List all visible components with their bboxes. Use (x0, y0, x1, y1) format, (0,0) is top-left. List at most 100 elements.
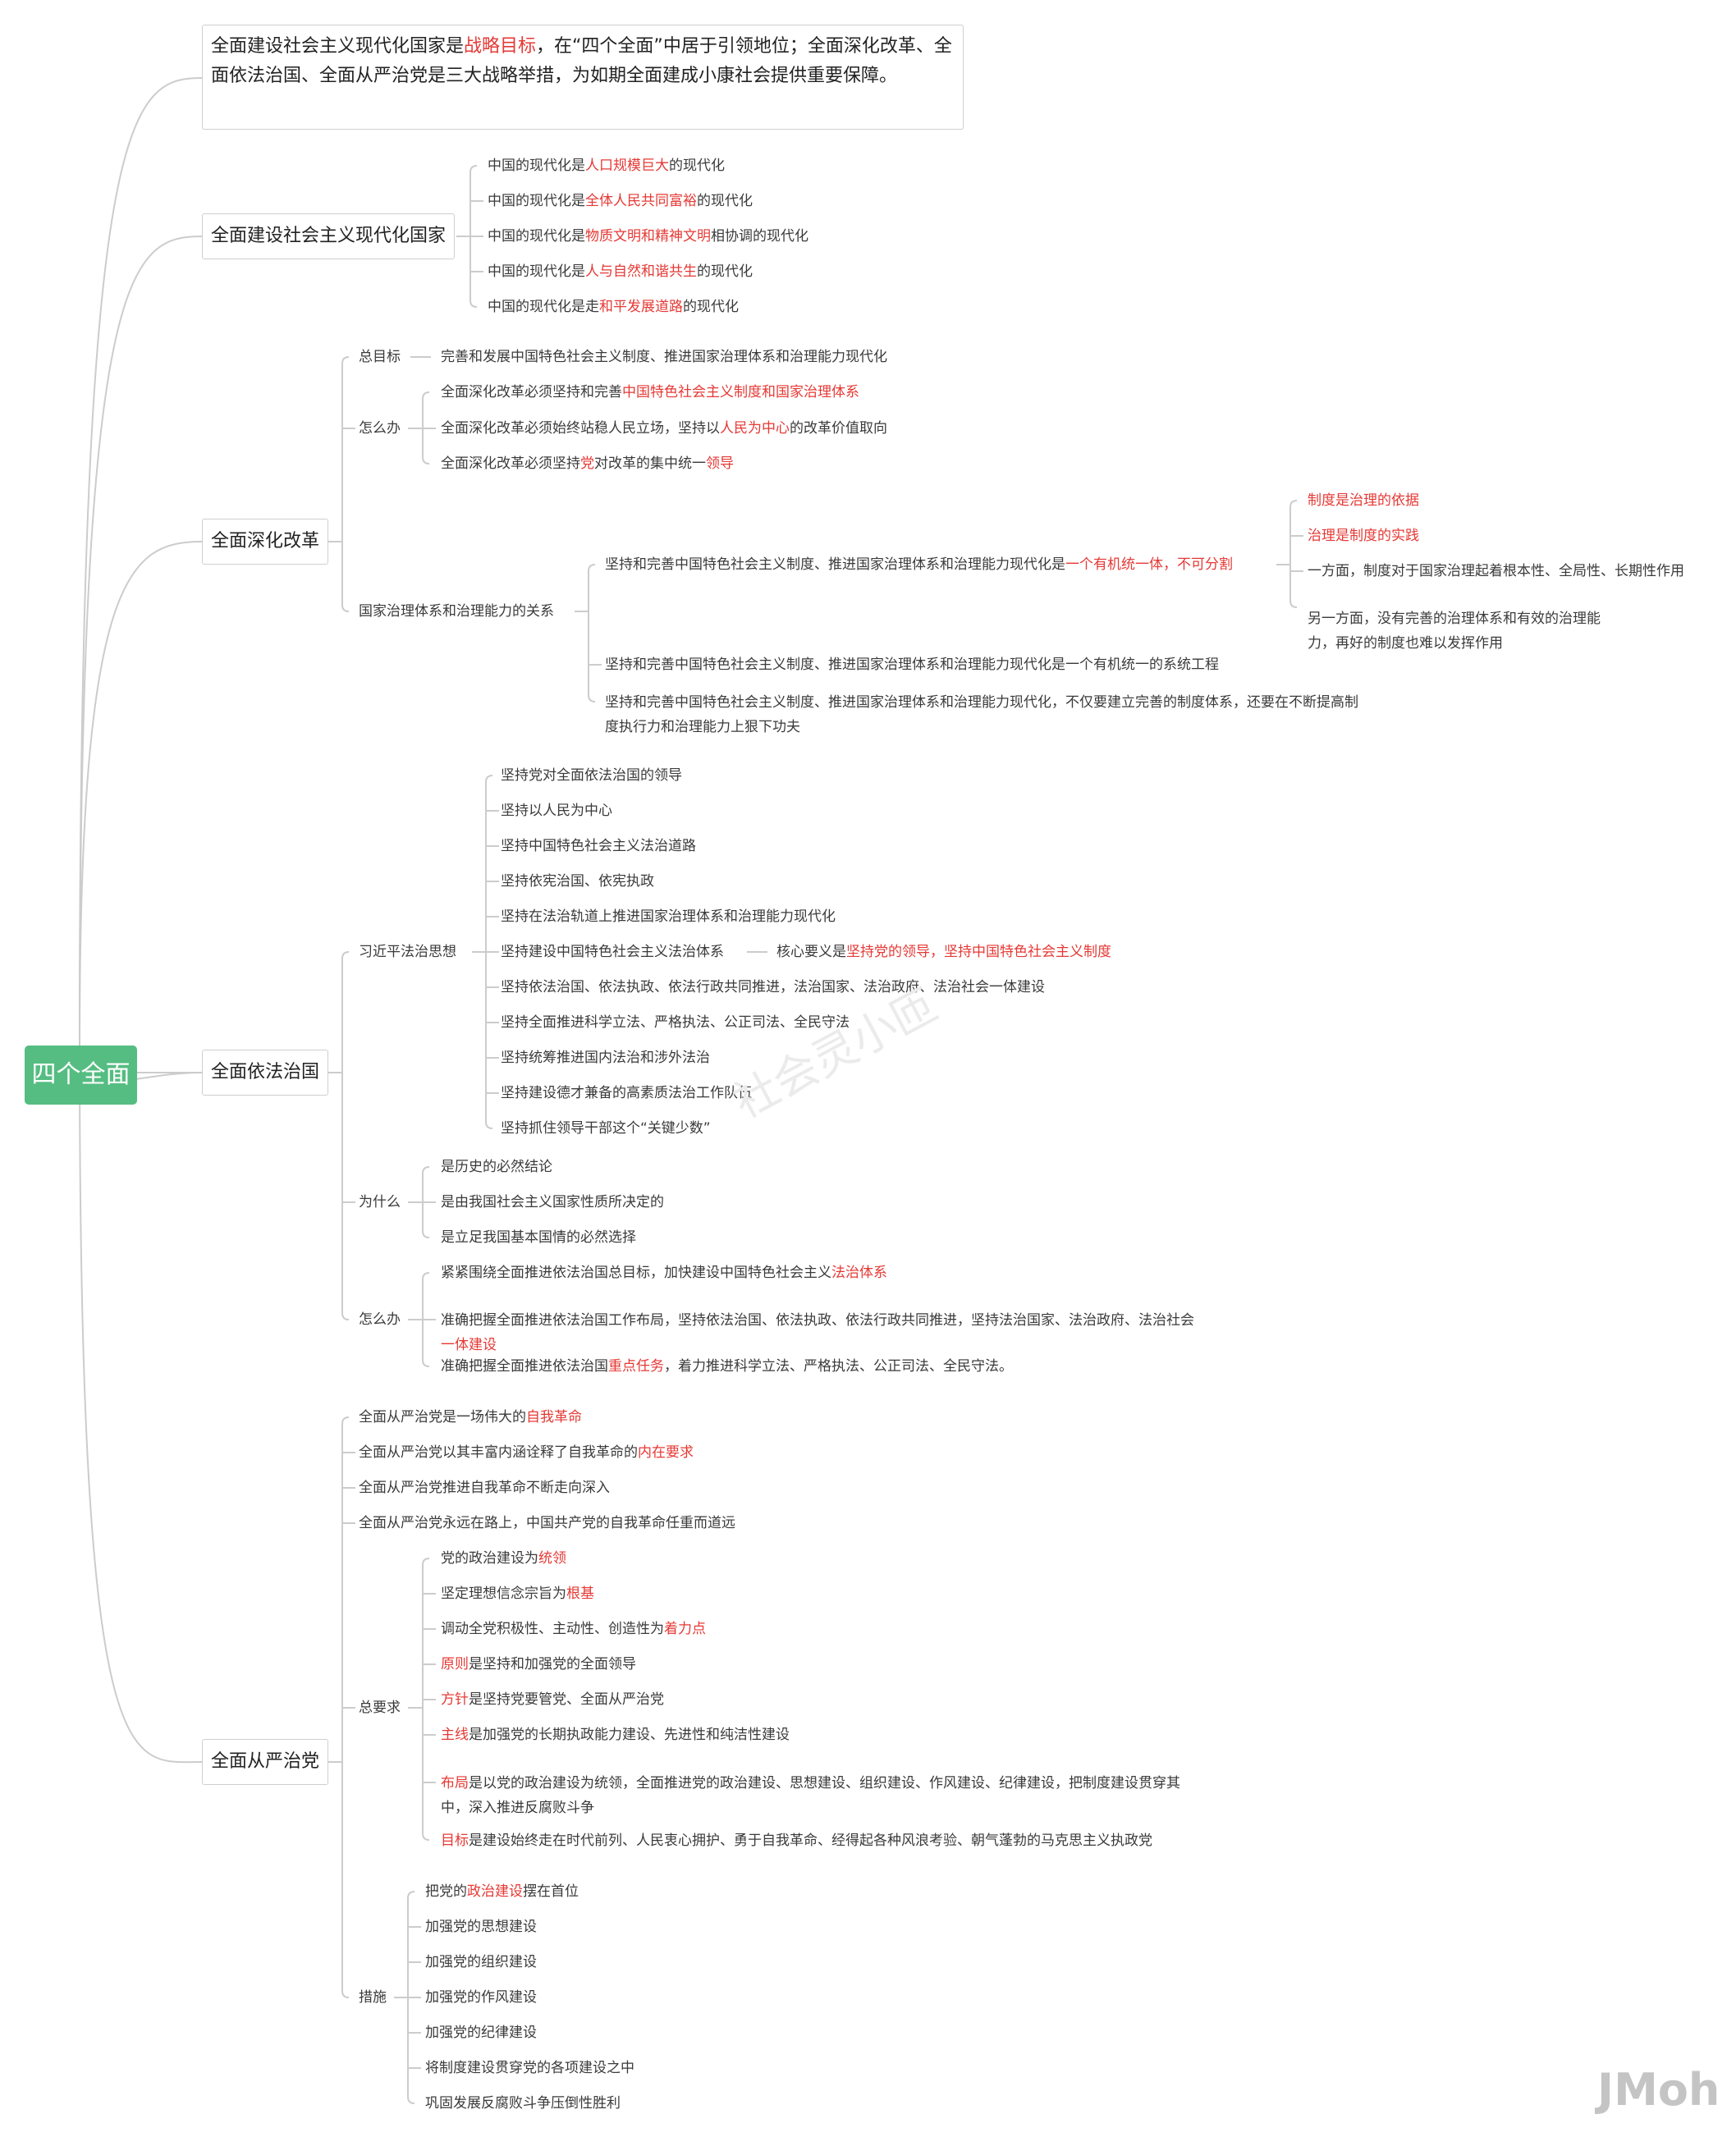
xi-thought-item[interactable]: 坚持建设德才兼备的高素质法治工作队伍 (501, 1085, 752, 1101)
xi-thought-item[interactable]: 坚持依法治国、依法执政、依法行政共同推进，法治国家、法治政府、法治社会一体建设 (501, 979, 1045, 995)
modernization-item[interactable]: 中国的现代化是物质文明和精神文明相协调的现代化 (488, 225, 808, 248)
requirement-item[interactable]: 主线是加强党的长期执政能力建设、先进性和纯洁性建设 (441, 1723, 790, 1746)
plain-text: 核心要义是 (776, 944, 846, 960)
brand-logo: JMoh (1597, 2064, 1720, 2116)
plain-text: 的现代化 (683, 299, 739, 315)
why-item[interactable]: 是历史的必然结论 (441, 1159, 552, 1175)
plain-text: ，在“四个全面”中居于引领地位；全面深化改革、全面依法治国、全面从严治党是三大战… (211, 36, 952, 86)
connector (79, 77, 203, 1046)
measure-item[interactable]: 加强党的思想建设 (425, 1915, 537, 1938)
relation-item[interactable]: 坚持和完善中国特色社会主义制度、推进国家治理体系和治理能力现代化是一个有机统一的… (605, 653, 1219, 676)
plain-text: ，着力推进科学立法、严格执法、公正司法、全民守法。 (664, 1358, 1013, 1375)
plain-text: 坚持和完善中国特色社会主义制度、推进国家治理体系和治理能力现代化是 (605, 556, 1065, 573)
law-how-label[interactable]: 怎么办 (359, 1311, 401, 1328)
xi-thought-item[interactable]: 坚持以人民为中心 (501, 803, 612, 819)
branch3-title-node[interactable]: 全面依法治国 (202, 1050, 329, 1096)
xi-thought-item[interactable]: 坚持统筹推进国内法治和涉外法治 (501, 1050, 710, 1066)
highlight-text: 主线 (441, 1727, 469, 1743)
plain-text: 全面从严治党永远在路上，中国共产党的自我革命任重而道远 (359, 1515, 735, 1531)
modernization-item[interactable]: 中国的现代化是人口规模巨大的现代化 (488, 154, 725, 177)
law-how-item[interactable]: 准确把握全面推进依法治国工作布局，坚持依法治国、依法执政、依法行政共同推进，坚持… (441, 1308, 1196, 1357)
xi-thought-item[interactable]: 坚持全面推进科学立法、严格执法、公正司法、全民守法 (501, 1014, 850, 1031)
measure-item[interactable]: 将制度建设贯穿党的各项建设之中 (425, 2057, 634, 2080)
plain-text: 全面深化改革必须坚持和完善 (441, 384, 622, 400)
relation-sub-item[interactable]: 另一方面，没有完善的治理体系和有效的治理能力，再好的制度也难以发挥作用 (1308, 606, 1603, 656)
requirement-item[interactable]: 调动全党积极性、主动性、创造性为着力点 (441, 1618, 706, 1641)
xi-thought-item[interactable]: 坚持在法治轨道上推进国家治理体系和治理能力现代化 (501, 908, 836, 925)
relation-sub-item[interactable]: 制度是治理的依据 (1308, 489, 1419, 512)
xi-thought-item[interactable]: 坚持抓住领导干部这个“关键少数” (501, 1120, 711, 1137)
measures-label[interactable]: 措施 (359, 1989, 387, 2006)
general-requirement-label[interactable]: 总要求 (359, 1700, 401, 1716)
modernization-item[interactable]: 中国的现代化是人与自然和谐共生的现代化 (488, 260, 753, 283)
highlight-text: 布局 (441, 1775, 469, 1792)
connector (341, 951, 350, 1320)
plain-text: 坚定理想信念宗旨为 (441, 1586, 566, 1602)
branch4-title-node[interactable]: 全面从严治党 (202, 1739, 329, 1785)
highlight-text: 人与自然和谐共生 (585, 263, 697, 280)
root-node[interactable]: 四个全面 (25, 1046, 137, 1105)
xi-thought-item[interactable]: 坚持中国特色社会主义法治道路 (501, 838, 696, 854)
relation-item[interactable]: 坚持和完善中国特色社会主义制度、推进国家治理体系和治理能力现代化是一个有机统一体… (605, 553, 1233, 576)
plain-text: 中国的现代化是 (488, 193, 585, 209)
relation-item[interactable]: 坚持和完善中国特色社会主义制度、推进国家治理体系和治理能力现代化，不仅要建立完善… (605, 690, 1360, 739)
requirement-item[interactable]: 原则是坚持和加强党的全面领导 (441, 1653, 636, 1676)
requirement-item[interactable]: 布局是以党的政治建设为统领，全面推进党的政治建设、思想建设、组织建设、作风建设、… (441, 1771, 1196, 1820)
reform-how-item[interactable]: 全面深化改革必须坚持党对改革的集中统一领导 (441, 452, 734, 475)
branch1-title-node[interactable]: 全面建设社会主义现代化国家 (202, 213, 456, 259)
xi-thought-item[interactable]: 坚持党对全面依法治国的领导 (501, 767, 682, 784)
connector (1289, 500, 1298, 608)
plain-text: 对改革的集中统一 (594, 455, 706, 472)
relation-sub-item[interactable]: 治理是制度的实践 (1308, 524, 1419, 547)
requirement-item[interactable]: 党的政治建设为统领 (441, 1547, 566, 1570)
law-how-item[interactable]: 准确把握全面推进依法治国重点任务，着力推进科学立法、严格执法、公正司法、全民守法… (441, 1355, 1013, 1378)
measure-item[interactable]: 加强党的组织建设 (425, 1951, 537, 1974)
highlight-text: 统领 (538, 1550, 566, 1567)
modernization-item[interactable]: 中国的现代化是全体人民共同富裕的现代化 (488, 190, 753, 213)
how-label[interactable]: 怎么办 (359, 420, 401, 437)
self-revolution-item[interactable]: 全面从严治党以其丰富内涵诠释了自我革命的内在要求 (359, 1441, 694, 1464)
branch2-title-node[interactable]: 全面深化改革 (202, 519, 329, 565)
reform-how-item[interactable]: 全面深化改革必须坚持和完善中国特色社会主义制度和国家治理体系 (441, 381, 859, 404)
requirement-item[interactable]: 坚定理想信念宗旨为根基 (441, 1582, 594, 1605)
why-label[interactable]: 为什么 (359, 1194, 401, 1210)
requirement-item[interactable]: 方针是坚持党要管党、全面从严治党 (441, 1688, 664, 1711)
plain-text: 将制度建设贯穿党的各项建设之中 (425, 2060, 634, 2076)
measure-item[interactable]: 把党的政治建设摆在首位 (425, 1880, 579, 1903)
plain-text: 全面深化改革必须始终站稳人民立场，坚持以 (441, 420, 720, 437)
plain-text: 加强党的思想建设 (425, 1919, 537, 1935)
requirement-item[interactable]: 目标是建设始终走在时代前列、人民衷心拥护、勇于自我革命、经得起各种风浪考验、朝气… (441, 1828, 1196, 1853)
plain-text: 的改革价值取向 (790, 420, 887, 437)
plain-text: 调动全党积极性、主动性、创造性为 (441, 1621, 664, 1637)
plain-text: 的现代化 (697, 193, 753, 209)
measure-item[interactable]: 加强党的纪律建设 (425, 2021, 537, 2044)
why-item[interactable]: 是立足我国基本国情的必然选择 (441, 1229, 636, 1246)
plain-text: 全面从严治党推进自我革命不断走向深入 (359, 1480, 610, 1496)
modernization-item[interactable]: 中国的现代化是走和平发展道路的现代化 (488, 295, 739, 318)
law-how-item[interactable]: 紧紧围绕全面推进依法治国总目标，加快建设中国特色社会主义法治体系 (441, 1261, 887, 1284)
xi-thought-item[interactable]: 坚持建设中国特色社会主义法治体系 (501, 944, 724, 960)
connector (79, 541, 203, 1046)
xi-thought-item[interactable]: 坚持依宪治国、依宪执政 (501, 873, 654, 890)
relation-sub-item[interactable]: 一方面，制度对于国家治理起着根本性、全局性、长期性作用 (1308, 560, 1684, 583)
goal-text[interactable]: 完善和发展中国特色社会主义制度、推进国家治理体系和治理能力现代化 (441, 349, 887, 365)
plain-text: 中国的现代化是 (488, 228, 585, 245)
self-revolution-item[interactable]: 全面从严治党推进自我革命不断走向深入 (359, 1476, 610, 1499)
measure-item[interactable]: 加强党的作风建设 (425, 1986, 537, 2009)
highlight-text: 着力点 (664, 1621, 706, 1637)
plain-text: 加强党的纪律建设 (425, 2025, 537, 2041)
self-revolution-item[interactable]: 全面从严治党永远在路上，中国共产党的自我革命任重而道远 (359, 1512, 735, 1535)
core-essence-text[interactable]: 核心要义是坚持党的领导，坚持中国特色社会主义制度 (776, 940, 1111, 963)
relation-label[interactable]: 国家治理体系和治理能力的关系 (359, 603, 554, 620)
plain-text: 巩固发展反腐败斗争压倒性胜利 (425, 2095, 621, 2112)
why-item[interactable]: 是由我国社会主义国家性质所决定的 (441, 1194, 664, 1210)
self-revolution-item[interactable]: 全面从严治党是一场伟大的自我革命 (359, 1406, 582, 1429)
highlight-text: 重点任务 (608, 1358, 664, 1375)
reform-how-item[interactable]: 全面深化改革必须始终站稳人民立场，坚持以人民为中心的改革价值取向 (441, 417, 887, 440)
measure-item[interactable]: 巩固发展反腐败斗争压倒性胜利 (425, 2092, 621, 2115)
goal-label[interactable]: 总目标 (359, 349, 401, 365)
intro-summary-box[interactable]: 全面建设社会主义现代化国家是战略目标，在“四个全面”中居于引领地位；全面深化改革… (202, 25, 964, 130)
xi-law-thought-label[interactable]: 习近平法治思想 (359, 944, 456, 960)
plain-text: 是坚持和加强党的全面领导 (469, 1656, 636, 1673)
highlight-text: 法治体系 (831, 1265, 887, 1281)
